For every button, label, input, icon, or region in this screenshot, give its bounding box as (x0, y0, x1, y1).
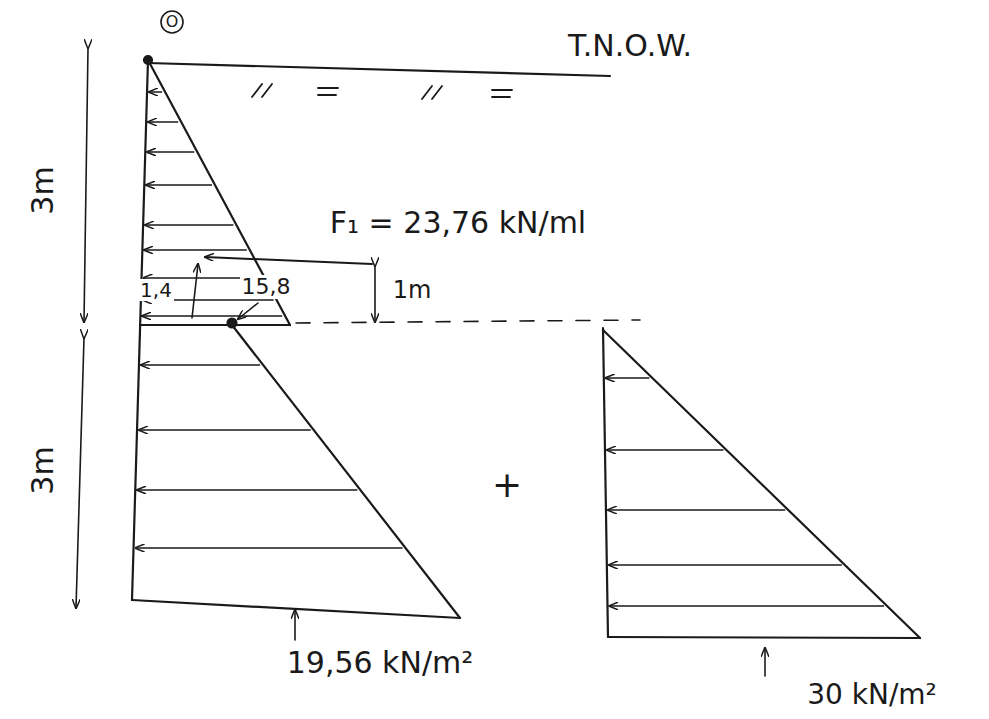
pressure-arrow (137, 489, 357, 491)
dimension-label: 1m (393, 277, 432, 303)
water-surface (148, 63, 610, 76)
pressure-value: 30 kN/m² (807, 680, 937, 711)
pressure-arrow (609, 605, 884, 607)
surface-hatch (252, 84, 512, 99)
pressure-line (603, 330, 920, 638)
level-extension (296, 320, 640, 323)
plus-sign: + (492, 465, 522, 505)
pressure-arrow (142, 315, 282, 317)
pressure-arrow (144, 249, 246, 251)
pressure-arrow (148, 121, 178, 123)
water-level-label: T.N.O.W. (568, 29, 692, 62)
pressure-arrow (139, 429, 311, 431)
resultant-arrow (205, 257, 372, 264)
pressure-line (232, 325, 460, 618)
wall-line (132, 60, 148, 600)
dimension-line (192, 264, 198, 318)
pressure-arrow (609, 564, 842, 566)
pressure-arrow (149, 91, 162, 93)
dimension-line (84, 48, 88, 322)
dimension-label: 3m (26, 446, 59, 494)
pressure-arrow (147, 151, 194, 153)
base-line (608, 637, 920, 638)
pressure-arrow (141, 364, 260, 366)
dimension-label: 1,4 (138, 279, 174, 301)
pressure-value: 19,56 kN/m² (287, 646, 474, 679)
dimension-label: 3m (26, 166, 59, 214)
pressure-arrow (145, 224, 233, 226)
dimension-label: 15,8 (240, 275, 293, 299)
pressure-arrow (606, 377, 650, 379)
dimension-line (374, 266, 376, 322)
leader-line (764, 648, 766, 676)
level-line (140, 324, 290, 326)
base-line (132, 600, 460, 618)
force-label: F₁ = 23,76 kN/ml (330, 206, 586, 239)
pressure-arrow (136, 547, 403, 549)
point-mark-ring (161, 11, 183, 33)
wall-line (603, 328, 608, 637)
leader-line (294, 610, 296, 640)
pressure-arrows (136, 92, 885, 606)
dimension-line (76, 338, 84, 608)
pressure-arrow (146, 184, 212, 186)
pressure-arrow (607, 449, 724, 451)
pressure-arrow (608, 509, 785, 511)
point-label: O (166, 13, 179, 31)
